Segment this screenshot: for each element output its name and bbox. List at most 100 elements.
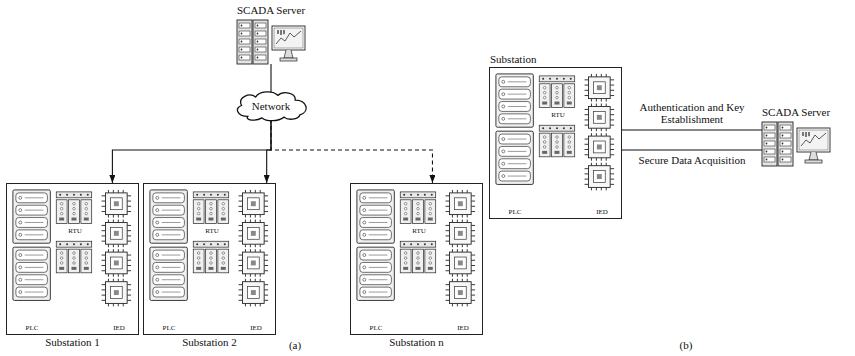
device-label: PLC xyxy=(13,324,51,332)
chip-pin xyxy=(250,249,251,252)
rack-slot xyxy=(764,141,775,146)
chip-pin xyxy=(457,244,458,247)
plc-slot xyxy=(499,171,531,181)
rack-slot xyxy=(764,133,775,138)
rack-slot xyxy=(764,157,775,162)
chip-pin xyxy=(471,201,475,202)
chip-pin xyxy=(610,154,614,155)
rtu-terminal xyxy=(85,252,88,255)
rtu-dot xyxy=(556,78,558,80)
plc-rack xyxy=(150,190,187,243)
chip-pin xyxy=(452,303,453,306)
substation-box: PLCRTUIEDSubstation 1 xyxy=(6,183,139,335)
chip-pin xyxy=(591,158,592,161)
rtu-terminal xyxy=(404,252,407,255)
rtu-terminal xyxy=(210,262,213,265)
ied-icon xyxy=(239,190,269,306)
chip-pin xyxy=(264,260,268,261)
rtu-terminal xyxy=(556,91,559,94)
rack-led xyxy=(257,33,259,35)
plc-led xyxy=(19,209,22,212)
rtu-dot xyxy=(570,127,572,129)
chip-pin xyxy=(239,206,243,207)
chip-pin xyxy=(596,128,597,131)
chip-pin xyxy=(118,249,119,252)
rtu-dot xyxy=(542,127,544,129)
connector xyxy=(622,129,762,130)
plc-slot xyxy=(360,205,392,215)
plc-led xyxy=(363,221,366,224)
rtu-dot xyxy=(73,243,75,245)
chip-core xyxy=(110,227,122,239)
chip-pin xyxy=(260,244,261,247)
chip-pin xyxy=(446,300,450,301)
chip-pin xyxy=(239,260,243,261)
rtu-module xyxy=(193,200,204,224)
rtu-module xyxy=(413,249,424,273)
plc-line xyxy=(162,267,181,268)
plc-line xyxy=(369,197,388,198)
chip-pin xyxy=(462,249,463,252)
rack-led xyxy=(766,135,768,137)
chip-pin xyxy=(467,249,468,252)
chip-core xyxy=(247,257,259,269)
chip-pin xyxy=(113,244,114,247)
connector xyxy=(271,119,432,183)
chip-pin xyxy=(127,195,131,196)
chip-pin xyxy=(471,241,475,242)
chip-pin xyxy=(118,244,119,247)
plc-slot xyxy=(153,275,185,285)
chip-pin xyxy=(123,303,124,306)
chip-body xyxy=(588,77,610,99)
chip-pin xyxy=(239,235,243,236)
server-illustration xyxy=(762,122,830,166)
chip-pin xyxy=(610,79,614,80)
plc-led xyxy=(19,291,22,294)
plc-slot xyxy=(499,146,531,156)
chip-body xyxy=(105,193,127,215)
chip-pin xyxy=(127,230,131,231)
chip-pin xyxy=(601,187,602,190)
rtu-bar xyxy=(400,192,435,198)
chip-pin xyxy=(245,249,246,252)
server-icon xyxy=(762,122,830,166)
rtu-dot xyxy=(403,243,405,245)
rtu-slot xyxy=(59,218,64,221)
chip-pin xyxy=(610,173,614,174)
chip-pin xyxy=(457,249,458,252)
rtu-module xyxy=(56,249,67,273)
chip-pin xyxy=(264,206,268,207)
chip-pin xyxy=(585,90,589,91)
rtu-terminal xyxy=(429,212,432,215)
chip-pin xyxy=(452,249,453,252)
plc-led xyxy=(502,138,505,141)
chip-pin xyxy=(585,179,589,180)
chip-pin xyxy=(264,235,268,236)
chip-pin xyxy=(113,249,114,252)
rtu-slot xyxy=(428,267,433,270)
rtu-slot xyxy=(209,267,214,270)
device-label: RTU xyxy=(55,227,95,235)
rtu-terminal xyxy=(417,212,420,215)
device-label: IED xyxy=(449,324,477,332)
plc-slot xyxy=(16,262,48,272)
device-label: PLC xyxy=(357,324,395,332)
chip-pin xyxy=(606,128,607,131)
chip-core xyxy=(593,82,605,94)
chip-core xyxy=(110,257,122,269)
rtu-terminal xyxy=(73,257,76,260)
chip-pin xyxy=(601,128,602,131)
chip-pin xyxy=(585,149,589,150)
rtu-module xyxy=(56,200,67,224)
chip-pin xyxy=(471,295,475,296)
chip-pin xyxy=(239,270,243,271)
sub-illustration xyxy=(144,184,275,334)
rtu-module xyxy=(69,200,80,224)
rtu-bar xyxy=(56,192,91,198)
chip-pin xyxy=(446,235,450,236)
device-label: RTU xyxy=(192,227,232,235)
plc-slot xyxy=(360,287,392,297)
panel-label: (a) xyxy=(289,339,301,352)
chip-pin xyxy=(239,230,243,231)
chip-pin xyxy=(264,195,268,196)
